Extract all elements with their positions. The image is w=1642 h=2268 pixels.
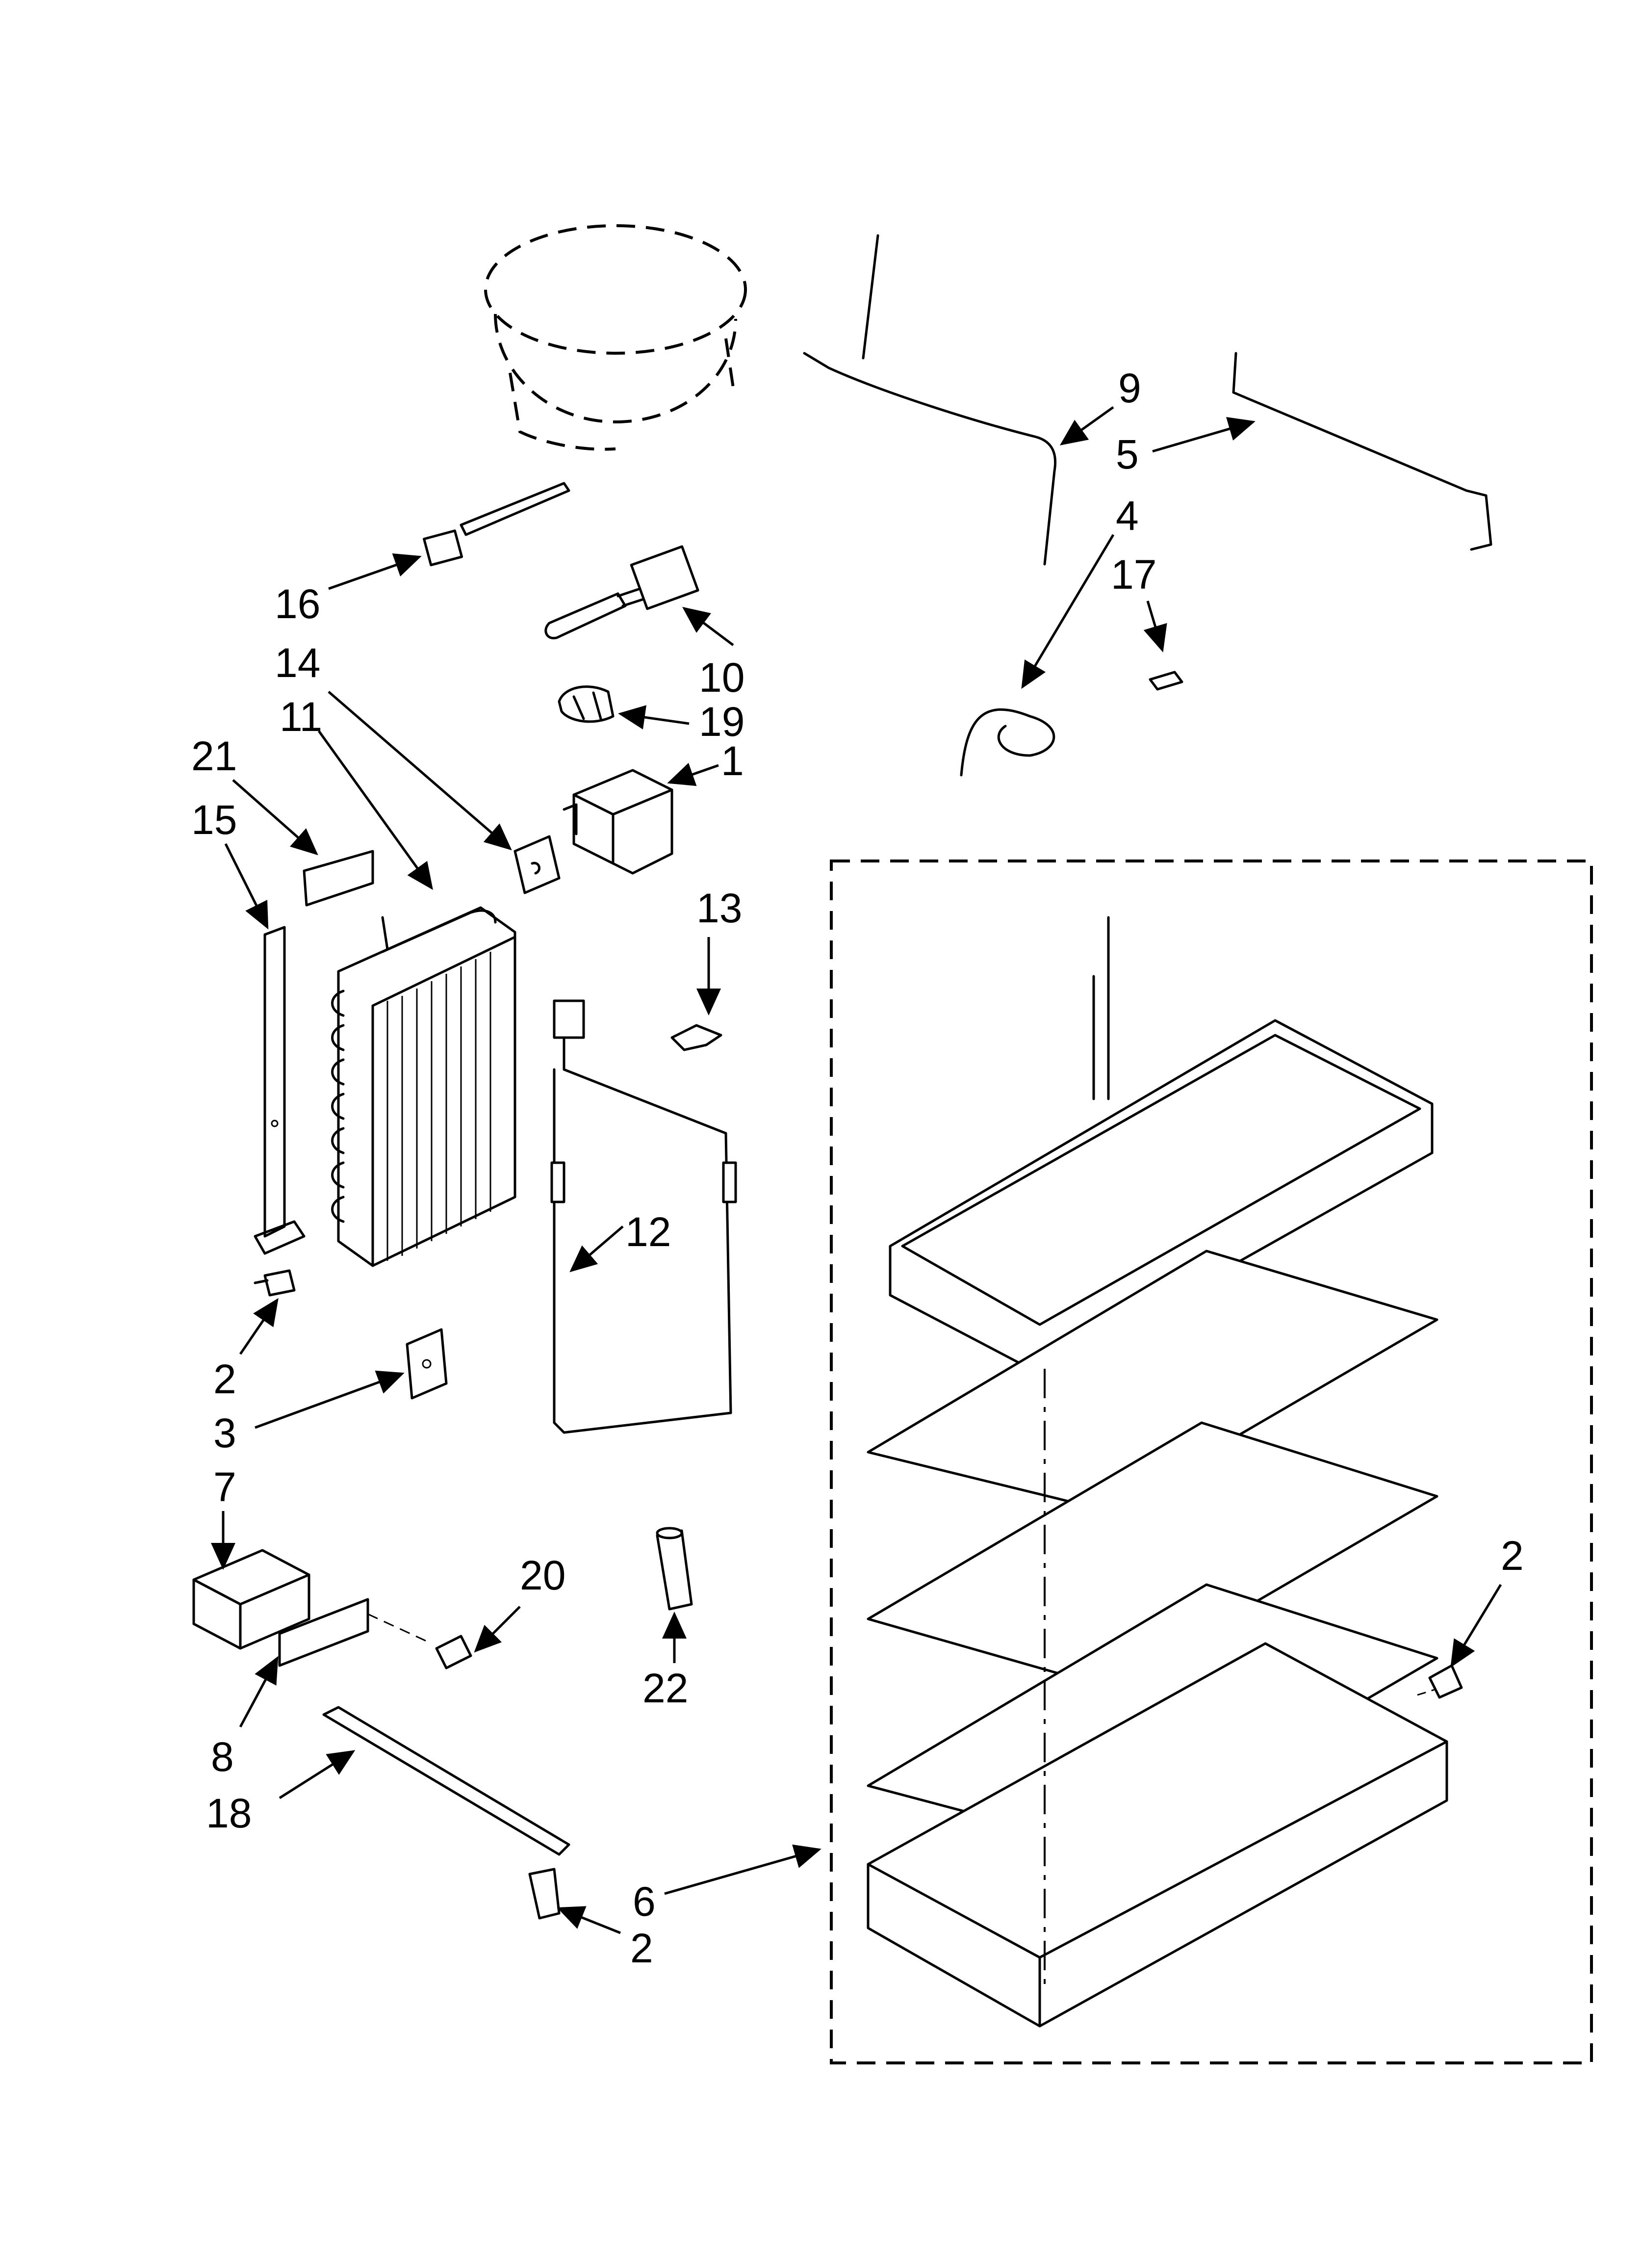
part-clip-17 — [1149, 671, 1183, 691]
callout-12: 12 — [625, 1209, 671, 1255]
part-bracket-7 — [192, 1549, 310, 1650]
callout-1: 1 — [721, 738, 744, 784]
callout-2-right: 2 — [1501, 1533, 1524, 1579]
callout-6: 6 — [633, 1878, 656, 1925]
part-bracket-1 — [563, 769, 673, 875]
part-drain-pan-group-6 — [830, 860, 1593, 2064]
part-sleeve-22 — [656, 1527, 693, 1611]
part-strip-18 — [322, 1706, 570, 1856]
part-tube-5 — [1232, 352, 1492, 551]
part-strip-15 — [254, 926, 306, 1255]
part-screw-2a — [254, 1269, 296, 1297]
part-clip — [558, 685, 615, 723]
callout-17: 17 — [1111, 551, 1156, 598]
callout-7: 7 — [213, 1464, 236, 1510]
part-plate-14 — [513, 835, 561, 894]
part-sensor-connector — [544, 545, 699, 640]
callout-22: 22 — [642, 1665, 688, 1711]
callout-5: 5 — [1116, 431, 1139, 477]
part-tube-4 — [960, 708, 1055, 777]
callout-16: 16 — [275, 581, 320, 627]
callout-2-bottom: 2 — [630, 1925, 653, 1971]
part-bracket-3 — [406, 1328, 448, 1400]
callout-9: 9 — [1118, 365, 1141, 411]
callout-19: 19 — [699, 699, 744, 745]
part-pad-21 — [303, 850, 374, 907]
part-screw-2b — [1428, 1664, 1463, 1699]
callout-2-left: 2 — [213, 1356, 236, 1402]
callout-11: 11 — [280, 694, 322, 740]
part-heater-12 — [550, 999, 737, 1434]
callout-4: 4 — [1116, 493, 1139, 539]
part-evaporator-11 — [331, 906, 516, 1267]
leader-lines — [211, 406, 1502, 1934]
callout-15: 15 — [191, 797, 237, 843]
callout-20: 20 — [520, 1552, 565, 1598]
part-screw-20 — [435, 1635, 472, 1669]
callout-3: 3 — [213, 1410, 236, 1456]
compressor-outline — [484, 224, 747, 451]
part-screw-2c — [528, 1868, 561, 1920]
callout-21: 21 — [191, 733, 237, 779]
callout-18: 18 — [206, 1790, 252, 1836]
part-plate-8 — [278, 1598, 432, 1667]
part-tube-9 — [803, 234, 1057, 566]
callout-13: 13 — [696, 885, 742, 931]
callout-8: 8 — [211, 1734, 234, 1780]
part-cable-tie — [423, 482, 570, 567]
part-clip-13 — [670, 1024, 722, 1051]
callout-labels: 1 2 2 2 3 4 5 6 7 8 9 10 11 12 13 14 15 … — [191, 365, 1524, 1971]
callout-10: 10 — [699, 654, 744, 701]
callout-14: 14 — [275, 640, 320, 686]
